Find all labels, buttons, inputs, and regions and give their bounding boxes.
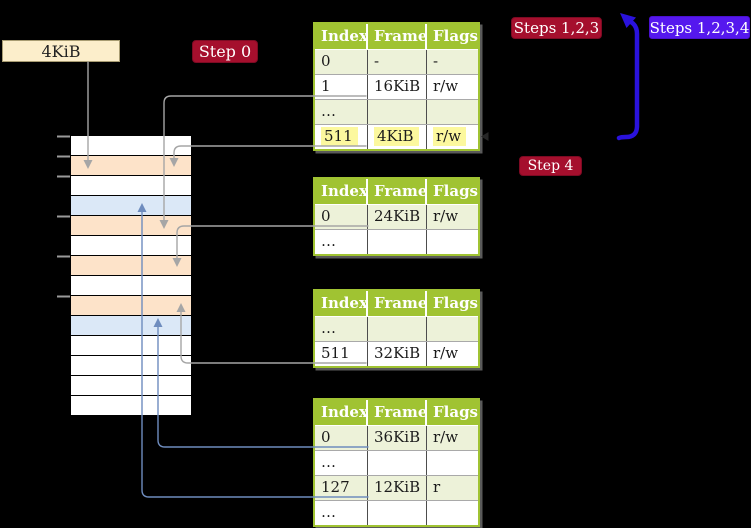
column-header-flags: Flags xyxy=(433,294,478,312)
index-cell: … xyxy=(315,501,368,525)
column-header-frame: Frame xyxy=(368,400,427,425)
index-cell: … xyxy=(315,100,368,124)
step-4-badge: Step 4 xyxy=(519,156,582,176)
physical-memory-column xyxy=(70,135,192,416)
index-cell: 511 xyxy=(315,342,368,366)
page-table-3: Index Frame Flags … 511 32KiB r/w xyxy=(313,289,480,368)
index-cell: 511 xyxy=(315,125,368,149)
memory-frame-cell xyxy=(71,256,191,276)
flags-cell: r/w xyxy=(433,344,459,362)
memory-frame-cell xyxy=(71,376,191,396)
flags-cell xyxy=(427,230,478,254)
frame-cell: 24KiB xyxy=(368,205,427,229)
page-table-1: Index Frame Flags 0 - - 1 16KiB r/w … 51… xyxy=(313,22,480,151)
column-header-index: Index xyxy=(315,24,368,49)
memory-frame-cell xyxy=(71,296,191,316)
table-row: … xyxy=(315,450,478,475)
frame-4kib-label: 4KiB xyxy=(2,40,120,62)
frame-cell: 12KiB xyxy=(368,476,427,500)
steps-123-badge: Steps 1,2,3 xyxy=(511,17,602,39)
flags-cell xyxy=(427,451,478,475)
highlighted-value: 4KiB xyxy=(374,127,419,146)
steps-1234-badge: Steps 1,2,3,4 xyxy=(649,16,750,39)
frame-cell: 16KiB xyxy=(368,75,427,99)
memory-frame-cell xyxy=(71,336,191,356)
flags-cell xyxy=(427,501,478,525)
column-header-index: Index xyxy=(315,400,368,425)
frame-cell xyxy=(368,100,427,124)
recursive-loop-arrow xyxy=(616,13,640,141)
table-row: … xyxy=(315,500,478,525)
column-header-frame: Frame xyxy=(368,291,427,316)
column-header-flags: Flags xyxy=(433,182,478,200)
table-row: … xyxy=(315,229,478,254)
flags-cell: r/w xyxy=(427,125,478,149)
recursive-entry-pointer-icon xyxy=(481,132,489,141)
table-row: 1 16KiB r/w xyxy=(315,74,478,99)
table-row: 511 32KiB r/w xyxy=(315,341,478,366)
memory-frame-cell xyxy=(71,156,191,176)
index-cell: … xyxy=(315,317,368,341)
memory-frame-cell xyxy=(71,276,191,296)
table-row: 0 - - xyxy=(315,50,478,74)
flags-cell: r xyxy=(433,478,441,496)
memory-frame-cell xyxy=(71,136,191,156)
step-0-badge: Step 0 xyxy=(192,40,258,63)
frame-cell: 4KiB xyxy=(368,125,427,149)
frame-cell xyxy=(368,451,427,475)
frame-cell xyxy=(368,230,427,254)
table-row: 0 24KiB r/w xyxy=(315,205,478,229)
memory-frame-cell xyxy=(71,356,191,376)
column-header-index: Index xyxy=(315,179,368,204)
frame-cell xyxy=(368,501,427,525)
table-row: 0 36KiB r/w xyxy=(315,426,478,450)
memory-frame-cell xyxy=(71,236,191,256)
frame-cell: 32KiB xyxy=(368,342,427,366)
index-cell: … xyxy=(315,451,368,475)
table-row: … xyxy=(315,317,478,341)
flags-cell: - xyxy=(433,52,439,70)
page-table-4: Index Frame Flags 0 36KiB r/w … 127 12Ki… xyxy=(313,398,480,527)
index-cell: 127 xyxy=(315,476,368,500)
column-header-flags: Flags xyxy=(433,27,478,45)
column-header-flags: Flags xyxy=(433,403,478,421)
highlighted-value: 511 xyxy=(321,127,358,146)
index-cell: 0 xyxy=(315,205,368,229)
table-row-recursive-entry: 511 4KiB r/w xyxy=(315,124,478,149)
memory-frame-cell xyxy=(71,316,191,336)
column-header-frame: Frame xyxy=(368,179,427,204)
table-row: 127 12KiB r xyxy=(315,475,478,500)
index-cell: 0 xyxy=(315,426,368,450)
frame-cell: - xyxy=(368,50,427,74)
table-row: … xyxy=(315,99,478,124)
flags-cell xyxy=(427,100,478,124)
table-header-row: Index Frame Flags xyxy=(315,179,478,205)
page-table-2: Index Frame Flags 0 24KiB r/w … xyxy=(313,177,480,256)
index-cell: 0 xyxy=(315,50,368,74)
index-cell: … xyxy=(315,230,368,254)
flags-cell: r/w xyxy=(433,207,459,225)
frame-cell xyxy=(368,317,427,341)
column-header-frame: Frame xyxy=(368,24,427,49)
table-header-row: Index Frame Flags xyxy=(315,24,478,50)
flags-cell: r/w xyxy=(433,428,459,446)
memory-frame-cell xyxy=(71,396,191,415)
flags-cell xyxy=(427,317,478,341)
memory-frame-cell xyxy=(71,176,191,196)
column-header-index: Index xyxy=(315,291,368,316)
index-cell: 1 xyxy=(315,75,368,99)
memory-frame-cell xyxy=(71,216,191,236)
memory-frame-cell xyxy=(71,196,191,216)
memory-address-ticks xyxy=(57,135,70,298)
frame-cell: 36KiB xyxy=(368,426,427,450)
flags-cell: r/w xyxy=(433,77,459,95)
table-header-row: Index Frame Flags xyxy=(315,400,478,426)
highlighted-value: r/w xyxy=(433,127,467,146)
table-header-row: Index Frame Flags xyxy=(315,291,478,317)
